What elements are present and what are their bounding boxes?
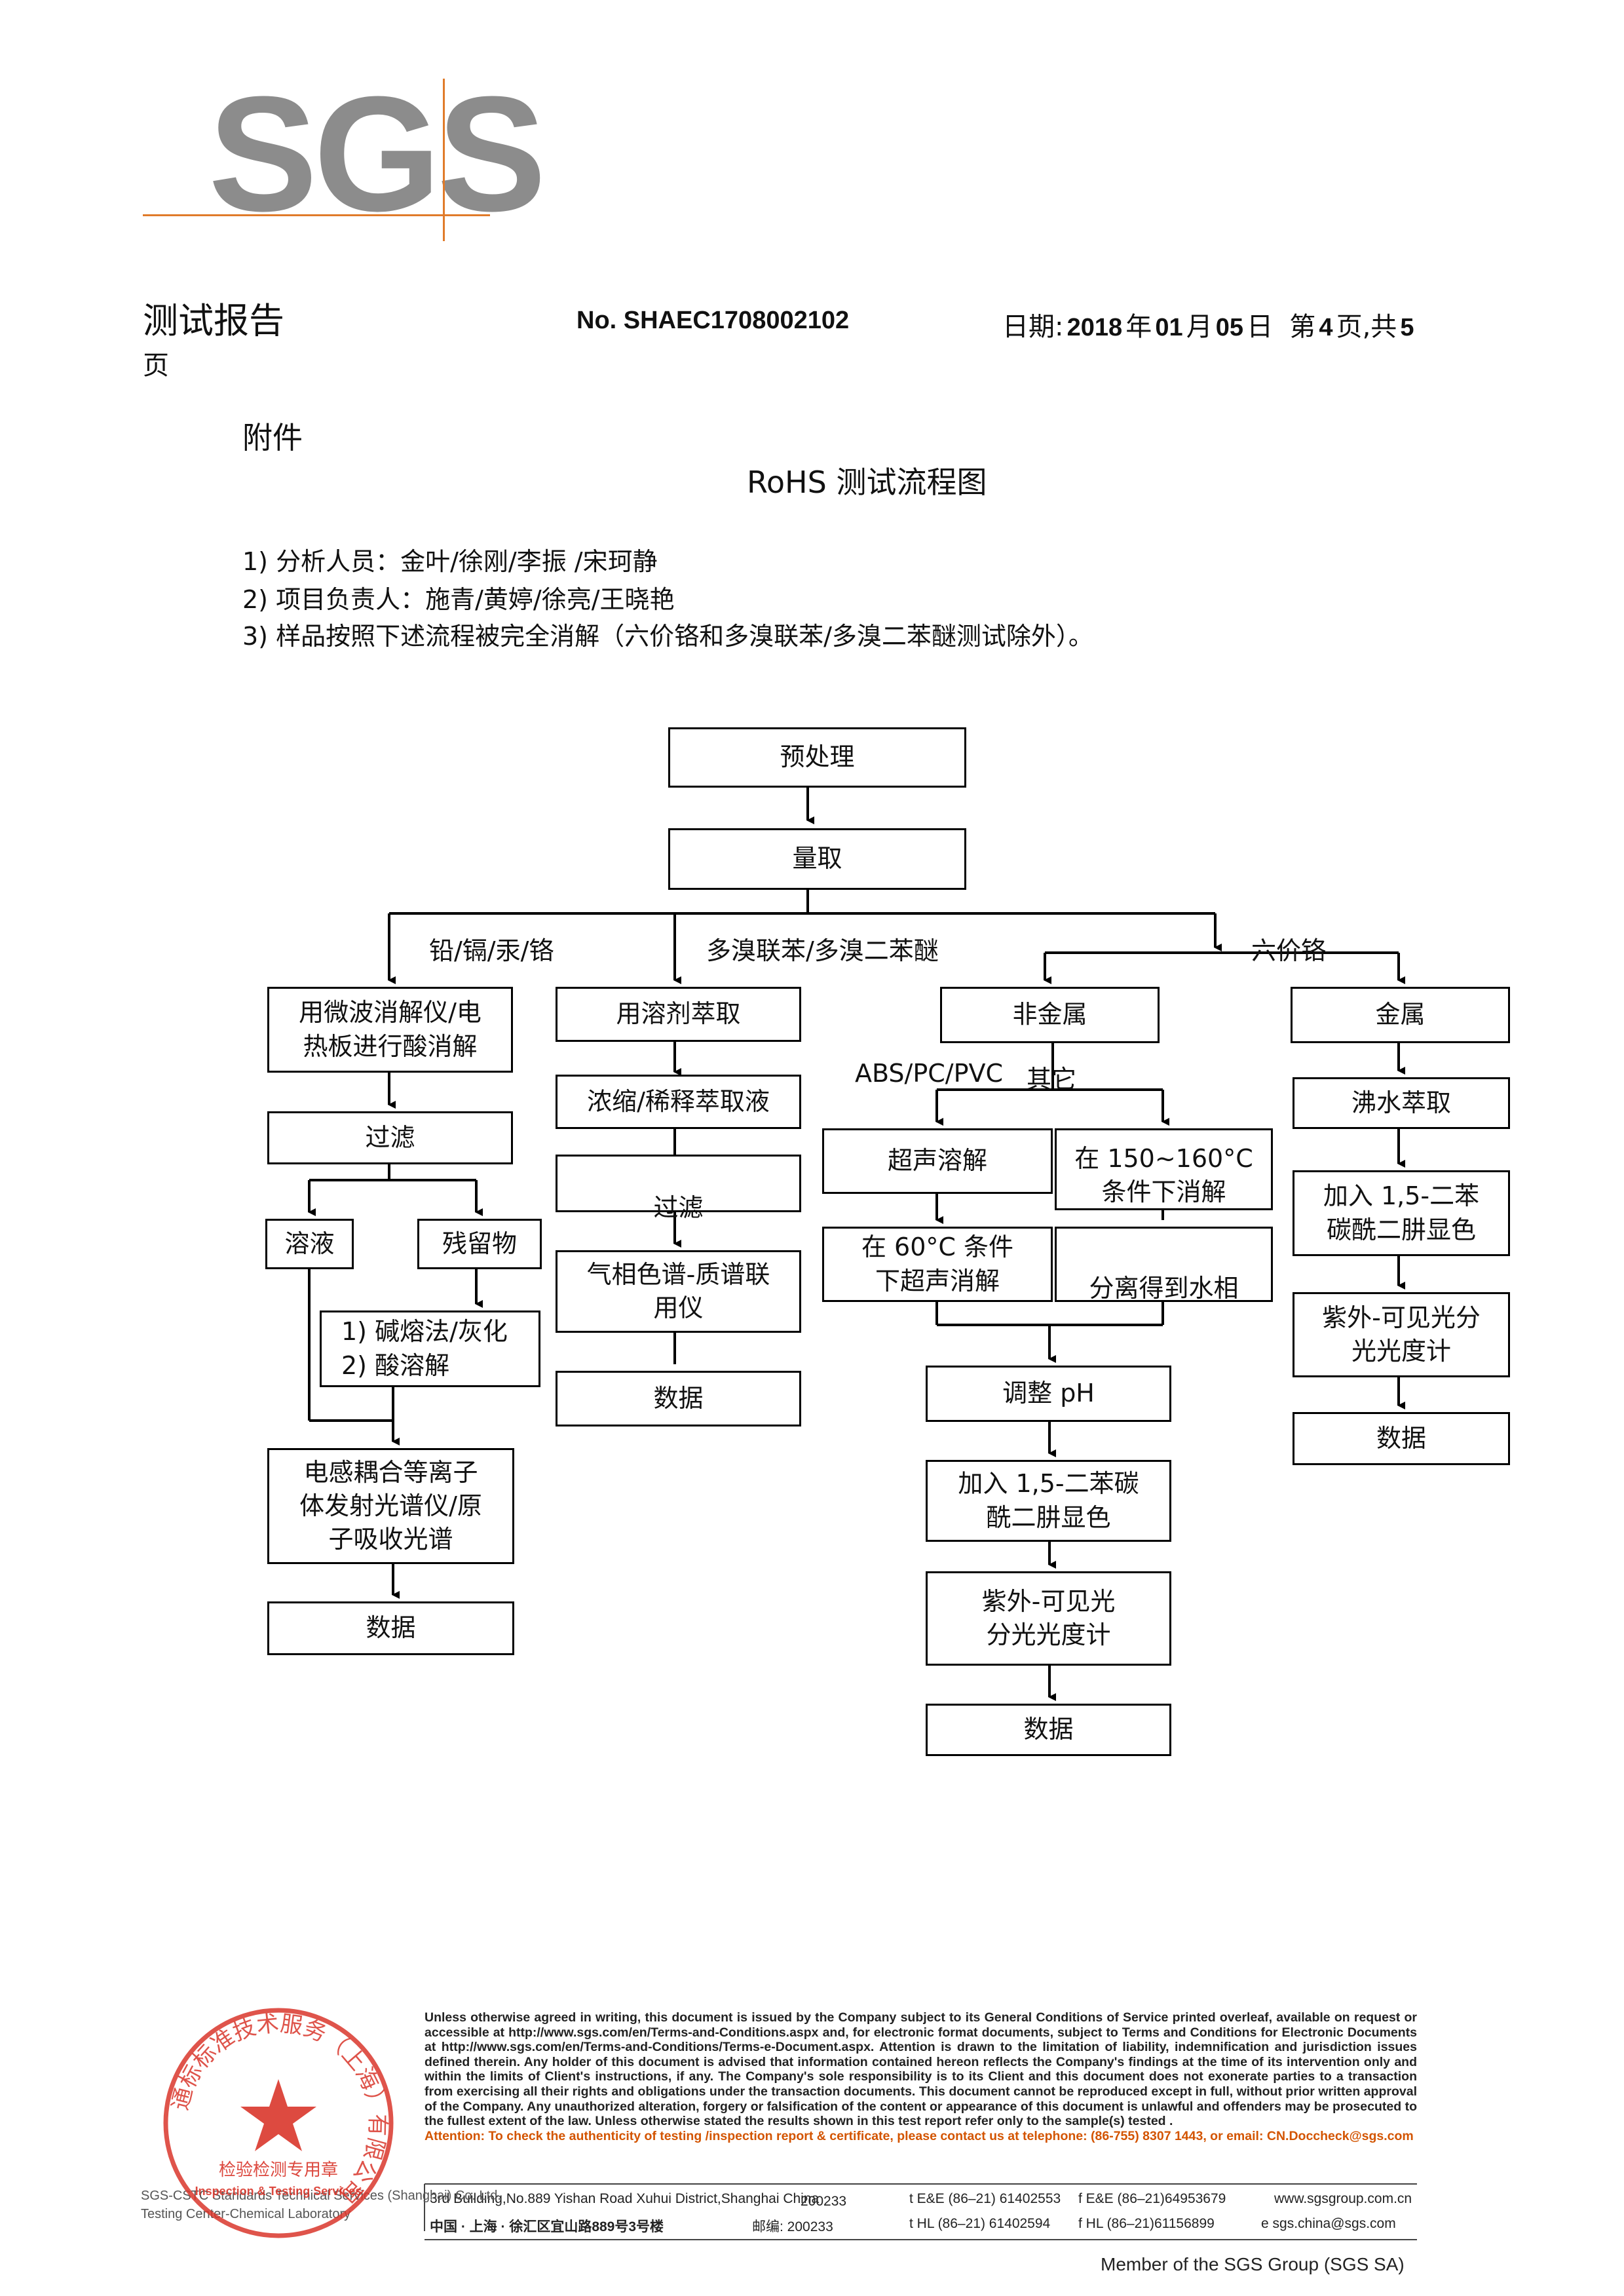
intro-line-3: 3) 样品按照下述流程被完全消解（六价铬和多溴联苯/多溴二苯醚测试除外）。 (242, 622, 1093, 651)
node-nm-color-develop: 加入 1,5-二苯碳 酰二肼显色 (926, 1460, 1171, 1542)
node-icp-aas: 电感耦合等离子 体发射光谱仪/原 子吸收光谱 (267, 1448, 514, 1564)
sgs-group-member: Member of the SGS Group (SGS SA) (1101, 2254, 1405, 2274)
node-pbb-data: 数据 (556, 1371, 801, 1426)
node-digest-150-160: 在 150~160°C 条件下消解 (1055, 1128, 1273, 1210)
node-adjust-ph: 调整 pH (926, 1366, 1171, 1422)
address-cn: 中国 · 上海 · 徐汇区宜山路889号3号楼 (430, 2219, 664, 2234)
report-date: 日期: 2018 年 01 月 05 日 第 4 页,共 5 (1002, 312, 1414, 342)
report-title: 测试报告 (143, 300, 284, 341)
branch-pbb-label: 多溴联苯/多溴二苯醚 (706, 936, 939, 965)
node-separate-water-phase: 分离得到水相 (1055, 1227, 1273, 1303)
attachment-label: 附件 (242, 420, 303, 455)
node-residue: 残留物 (417, 1219, 542, 1269)
node-nonmetal: 非金属 (940, 987, 1160, 1043)
node-ultrasonic-60: 在 60°C 条件 下超声消解 (822, 1227, 1053, 1302)
node-nm-uv-vis: 紫外-可见光 分光光度计 (926, 1571, 1171, 1666)
stamp-seal-line: 检验检测专用章 (219, 2160, 338, 2180)
node-ultrasonic-dissolve: 超声溶解 (822, 1128, 1053, 1194)
fax-cn: f HL (86–21)61156899 (1078, 2216, 1215, 2231)
page-suffix: 页 (143, 351, 169, 381)
node-measure: 量取 (668, 828, 966, 890)
logo-divider (443, 79, 445, 241)
label-other: 其它 (1027, 1065, 1077, 1094)
node-metal-uv-vis: 紫外-可见光分 光光度计 (1293, 1292, 1510, 1377)
email: e sgs.china@sgs.com (1261, 2216, 1396, 2231)
website: www.sgsgroup.com.cn (1274, 2191, 1412, 2206)
node-solution: 溶液 (265, 1219, 354, 1269)
branch-cr6-label: 六价铬 (1251, 936, 1327, 965)
tel-en: t E&E (86–21) 61402553 (909, 2191, 1061, 2206)
flow-title: RoHS 测试流程图 (747, 465, 987, 500)
postcode-en: 200233 (801, 2194, 847, 2209)
node-metal-color-develop: 加入 1,5-二苯 碳酰二肼显色 (1293, 1170, 1510, 1256)
intro-line-2: 2) 项目负责人：施青/黄婷/徐亮/王晓艳 (242, 585, 675, 614)
stamp-seal-line-en: Inspection & Testing Services (195, 2185, 362, 2198)
node-acid-digestion: 用微波消解仪/电 热板进行酸消解 (267, 987, 513, 1073)
node-hm-data: 数据 (267, 1601, 514, 1655)
inspection-stamp: 通标标准技术服务（上海）有限公司 检验检测专用章 Inspection & Te… (163, 2008, 394, 2238)
postcode-cn: 邮编: 200233 (752, 2219, 833, 2234)
node-nm-data: 数据 (926, 1704, 1171, 1756)
footer-disclaimer: Unless otherwise agreed in writing, this… (425, 2010, 1417, 2143)
branch-heavy-metal-label: 铅/镉/汞/铬 (429, 936, 554, 965)
node-residue-treatment: 1) 碱熔法/灰化 2) 酸溶解 (320, 1311, 540, 1387)
report-number: No. SHAEC1708002102 (576, 307, 850, 334)
address-en: 3rd Building,No.889 Yishan Road Xuhui Di… (430, 2191, 820, 2206)
intro-line-1: 1) 分析人员：金叶/徐刚/李振 /宋珂静 (242, 547, 658, 576)
node-boiling-water-extraction: 沸水萃取 (1293, 1077, 1510, 1129)
authenticity-notice: Attention: To check the authenticity of … (425, 2128, 1414, 2143)
node-gcms: 气相色谱-质谱联 用仪 (556, 1250, 801, 1333)
tel-cn: t HL (86–21) 61402594 (909, 2216, 1051, 2231)
sgs-logo: SGS (208, 62, 546, 245)
company-name-en: SGS-CSTC Standards Technical Services (S… (141, 2189, 501, 2203)
fax-en: f E&E (86–21)64953679 (1078, 2191, 1226, 2206)
label-abs-pc-pvc: ABS/PC/PVC (855, 1059, 1004, 1088)
node-metal-data: 数据 (1293, 1412, 1510, 1465)
node-solvent-extraction: 用溶剂萃取 (556, 987, 801, 1042)
node-pretreatment: 预处理 (668, 727, 966, 788)
node-hm-filter: 过滤 (267, 1111, 513, 1164)
node-metal: 金属 (1291, 987, 1510, 1043)
node-pbb-filter: 过滤 (556, 1155, 801, 1222)
logo-underline (143, 214, 490, 216)
node-concentrate-dilute: 浓缩/稀释萃取液 (556, 1075, 801, 1129)
lab-name-en: Testing Center-Chemical Laboratory (141, 2207, 351, 2221)
